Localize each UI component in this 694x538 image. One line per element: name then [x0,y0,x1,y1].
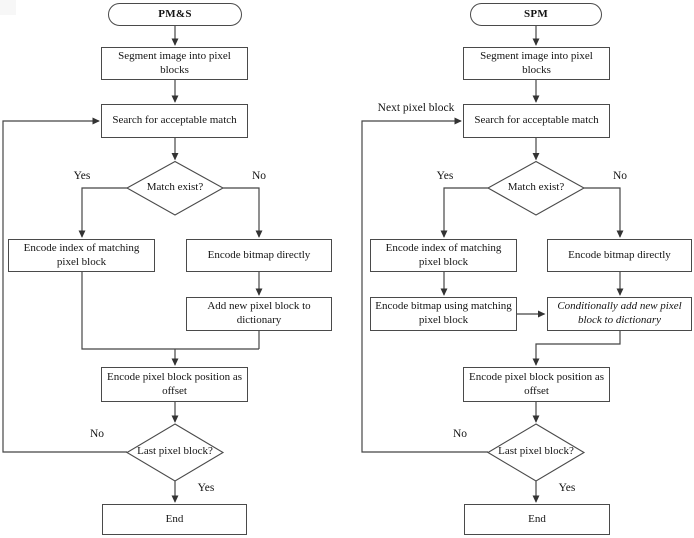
spm-node-encode-index: Encode index of matching pixel block [370,239,517,272]
pms-node-end: End [102,504,247,535]
scan-artifact [0,0,16,15]
pms-connectors [2,26,263,503]
spm-node-end: End [464,504,610,535]
spm-node-encode-bitmap: Encode bitmap directly [547,239,692,272]
spm-node-encode-offset: Encode pixel block position as offset [463,367,610,402]
pms-label-yes: Yes [73,170,91,182]
spm-label-no-loop: No [452,428,468,440]
spm-node-search: Search for acceptable match [463,104,610,138]
spm-last-diamond-shape [486,423,586,482]
pms-node-encode-offset: Encode pixel block position as offset [101,367,248,402]
pms-node-encode-bitmap: Encode bitmap directly [186,239,332,272]
spm-connectors [361,26,624,503]
spm-match-diamond-shape [486,160,586,216]
pms-node-add-new: Add new pixel block to dictionary [186,297,332,331]
pms-label-yes-end: Yes [197,482,215,494]
spm-terminator-title: SPM [470,3,602,26]
pms-label-no: No [251,170,267,182]
pms-match-diamond-shape [125,160,225,216]
spm-label-yes: Yes [436,170,454,182]
decision-diamonds [125,160,586,482]
spm-label-yes-end: Yes [558,482,576,494]
spm-label-next-block: Next pixel block [377,102,455,114]
pms-last-diamond-shape [125,423,225,482]
pms-label-no-loop: No [89,428,105,440]
pms-node-search: Search for acceptable match [101,104,248,138]
pms-terminator-title: PM&S [108,3,242,26]
pms-node-segment: Segment image into pixel blocks [101,47,248,80]
spm-node-encode-bitmap-matching: Encode bitmap using matching pixel block [370,297,517,331]
spm-node-conditionally-add: Conditionally add new pixel block to dic… [547,297,692,331]
pms-node-encode-index: Encode index of matching pixel block [8,239,155,272]
spm-label-no: No [612,170,628,182]
spm-node-segment: Segment image into pixel blocks [463,47,610,80]
